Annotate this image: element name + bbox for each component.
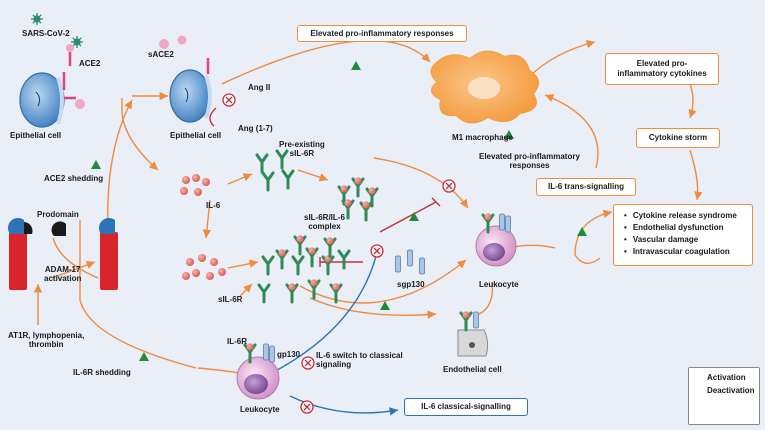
prodomain-piece (51, 221, 66, 236)
label-prodomain: Prodomain (37, 210, 79, 219)
label-ace2-shedding: ACE2 shedding (44, 174, 104, 183)
label-il6-switch: IL-6 switch to classical signaling (316, 351, 403, 370)
sgp130-tubes (395, 249, 425, 275)
outcome-item: Endothelial dysfunction (624, 222, 748, 234)
leukocyte-bottom (236, 341, 280, 400)
outcome-item: Cytokine release syndrome (624, 210, 748, 222)
label-epithelial-cell-1: Epithelial cell (10, 131, 62, 140)
label-sil6r: sIL-6R (218, 295, 243, 304)
box-elevated-cytokines: Elevated pro- inflammatory cytokines (605, 53, 719, 85)
inhibition-lines (209, 107, 441, 267)
label-ang17: Ang (1-7) (238, 124, 273, 133)
label-m1-macrophage: M1 macrophage (452, 133, 513, 142)
label-ace2: ACE2 (79, 59, 101, 68)
label-il6r-shedding: IL-6R shedding (73, 368, 131, 377)
epithelial-cell-1 (19, 44, 85, 128)
il6-cluster-1 (180, 174, 210, 196)
label-il6r: IL-6R (227, 337, 247, 346)
label-il6: IL-6 (206, 201, 221, 210)
label-adam17: ADAM-17 activation (44, 265, 82, 284)
label-epithelial-cell-2: Epithelial cell (170, 131, 222, 140)
box-cytokine-storm: Cytokine storm (636, 128, 720, 148)
arrows (33, 39, 703, 416)
label-sars-cov2: SARS-CoV-2 (22, 29, 70, 38)
legend-activation: Activation (707, 373, 746, 382)
label-gp130: gp130 (277, 350, 301, 359)
outcome-item: Vascular damage (624, 234, 748, 246)
label-at1r: AT1R, lymphopenia, thrombin (8, 331, 85, 350)
epithelial-cell-2 (159, 35, 212, 123)
label-elevated-responses-side: Elevated pro-inflammatory responses (479, 152, 580, 171)
label-ang2: Ang II (248, 83, 271, 92)
outcome-item: Intravascular coagulation (624, 246, 748, 258)
box-il6-classical-signalling: IL-6 classical-signalling (404, 398, 528, 416)
label-preexisting-sil6r: Pre-existing sIL-6R (279, 140, 325, 159)
label-leukocyte-bottom: Leukocyte (240, 405, 280, 414)
adam17-left (8, 218, 33, 290)
endothelial-cell (457, 309, 489, 357)
m1-macrophage (430, 50, 540, 124)
outcomes-list: Cytokine release syndrome Endothelial dy… (613, 204, 753, 266)
label-sil6r-il6-complex: sIL-6R/IL-6 complex (304, 213, 345, 232)
label-leukocyte-right: Leukocyte (479, 280, 519, 289)
label-endothelial-cell: Endothelial cell (443, 365, 502, 374)
legend-deactivation: Deactivation (707, 386, 755, 395)
label-sgp130: sgp130 (397, 280, 425, 289)
label-sace2: sACE2 (148, 50, 174, 59)
adam17-right (99, 218, 118, 290)
il6-cluster-2 (182, 254, 226, 280)
receptor-group-middle (257, 233, 351, 304)
box-elevated-responses-top: Elevated pro-inflammatory responses (297, 25, 467, 42)
leukocyte-right (475, 211, 517, 267)
box-il6-trans-signalling: IL-6 trans-signalling (536, 178, 636, 196)
legend: Activation Deactivation (688, 367, 760, 425)
